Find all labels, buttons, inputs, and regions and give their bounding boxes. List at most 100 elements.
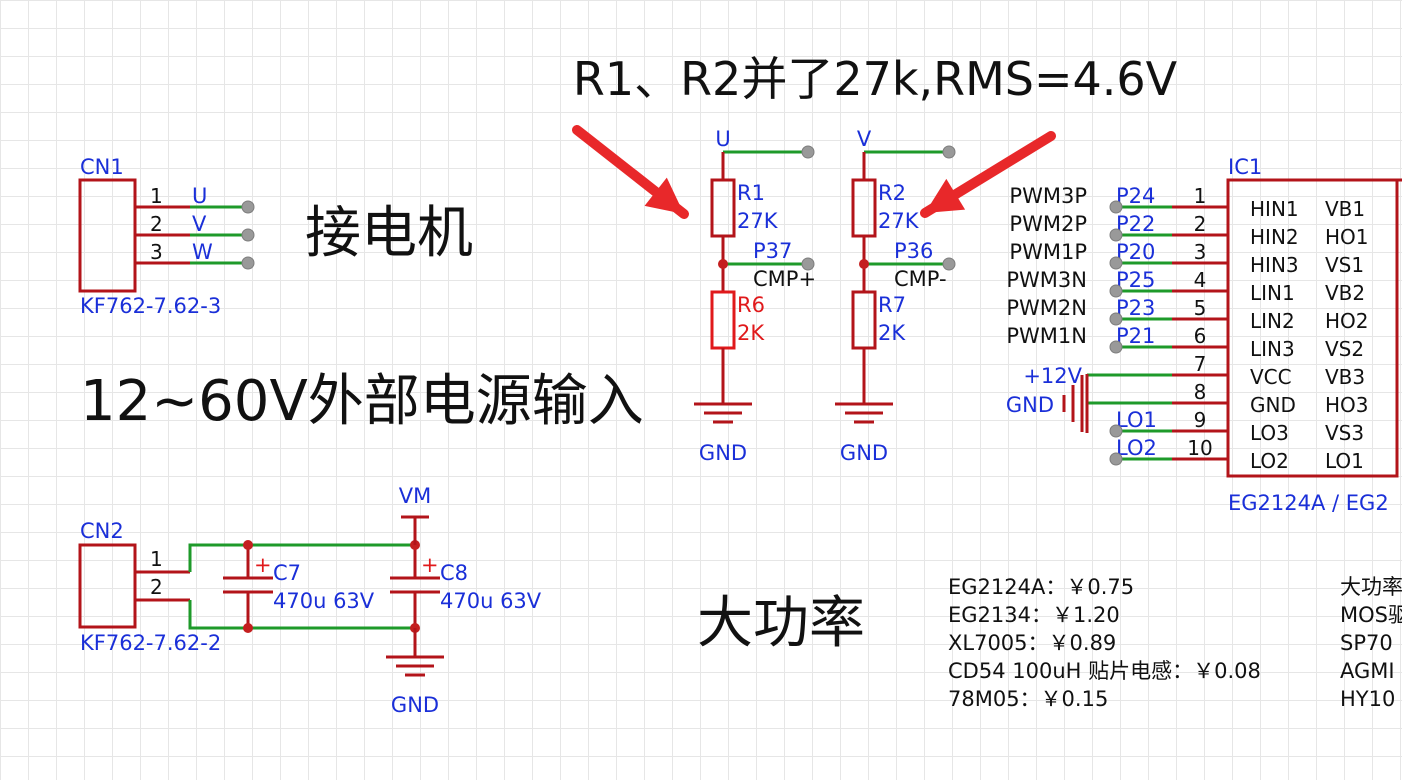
price-item-right: MOS驱	[1340, 603, 1402, 627]
price-item-right: SP70	[1340, 631, 1393, 655]
ic1-signal-label: PWM1P	[1009, 240, 1087, 264]
r-top-body	[851, 178, 877, 238]
arrow-left	[572, 125, 689, 219]
cn2-pin-number: 2	[150, 575, 163, 599]
divider-mid-pin: P37	[753, 239, 792, 263]
ic1-pin-right-name: LO1	[1325, 449, 1364, 473]
ic1-pin-left-name: HIN3	[1250, 253, 1299, 277]
ic1-pin-port[interactable]	[1109, 256, 1123, 270]
cn2-pin-2: 2	[135, 575, 190, 602]
price-item-right: AGMI	[1340, 659, 1395, 683]
cn1-net-port[interactable]	[241, 228, 255, 242]
cn1-net-port[interactable]	[241, 200, 255, 214]
ic1-signal-label: PWM3P	[1009, 184, 1087, 208]
cn1-part: KF762-7.62-3	[80, 294, 221, 318]
cap-gnd-symbol	[386, 655, 444, 677]
cap-ref: C8	[440, 561, 468, 585]
cn1-ref: CN1	[80, 155, 124, 179]
price-item-right: 大功率	[1340, 575, 1402, 599]
cn2-wire-1	[188, 543, 415, 572]
cn2-pin-1: 1	[135, 547, 190, 574]
cn2-body	[78, 543, 137, 629]
ic1-pin-right-name: VB1	[1325, 197, 1365, 221]
price-item: EG2134：￥1.20	[948, 603, 1120, 627]
junction	[243, 540, 253, 550]
divider-gnd-symbol	[835, 402, 893, 424]
cn2-pin-number: 1	[150, 547, 163, 571]
ic1-pin-left-name: LIN1	[1250, 281, 1295, 305]
ic1-pin-right-name: HO3	[1325, 393, 1369, 417]
ic1-pin-right-name: VS3	[1325, 421, 1364, 445]
cn1-pin-number: 3	[150, 240, 163, 264]
ic1-pin-left-name: GND	[1250, 393, 1296, 417]
ic1-pin-number: 3	[1194, 240, 1207, 264]
divider-junction	[718, 259, 728, 269]
cn1-pin-number: 1	[150, 184, 163, 208]
ic1-port-label: P21	[1116, 324, 1155, 348]
ic1-pin-port[interactable]	[1109, 312, 1123, 326]
ic1-pin-right-name: HO1	[1325, 225, 1369, 249]
ic1-pin-port[interactable]	[1109, 200, 1123, 214]
divider-top-net: U	[715, 127, 730, 151]
ic1-port-label: P22	[1116, 212, 1155, 236]
cn1-net-port[interactable]	[241, 256, 255, 270]
ic1-port-label: LO1	[1116, 408, 1157, 432]
ic1-gnd-symbol	[1062, 375, 1084, 432]
cap-ref: C7	[273, 561, 301, 585]
ic1-port-label: LO2	[1116, 436, 1157, 460]
r-top-value: 27K	[737, 209, 779, 233]
ic1-signal-label: PWM2N	[1006, 296, 1087, 320]
divider-top-port[interactable]	[942, 145, 956, 159]
ic1-part: EG2124A / EG2	[1228, 491, 1389, 515]
r-bot-body	[710, 290, 736, 350]
price-item: 78M05：￥0.15	[948, 687, 1108, 711]
ic1-pin-left-name: LO2	[1250, 449, 1289, 473]
divider-gnd-label: GND	[699, 441, 747, 465]
ic1-pin-left-name: LIN2	[1250, 309, 1295, 333]
ic1-pin-right-name: VB3	[1325, 365, 1365, 389]
price-item: CD54 100uH 贴片电感：￥0.08	[948, 659, 1261, 683]
divider-mid-port[interactable]	[942, 257, 956, 271]
ic1-pin-number: 9	[1194, 408, 1207, 432]
r-top-ref: R1	[737, 181, 765, 205]
ic1-gnd-label: GND	[1006, 393, 1054, 417]
r-top-value: 27K	[878, 209, 920, 233]
arrow-right-head	[925, 178, 966, 213]
divider-top-net: V	[857, 127, 872, 151]
cap-plus: +	[421, 553, 439, 577]
ic1-pin-port[interactable]	[1109, 452, 1123, 466]
ic1-port-label: P24	[1116, 184, 1155, 208]
r-bot-body	[851, 290, 877, 350]
ic1-pin-number: 7	[1194, 352, 1207, 376]
ic1-pin-left-name: LO3	[1250, 421, 1289, 445]
r-bot-value: 2K	[878, 321, 906, 345]
ic1-pin-port[interactable]	[1109, 424, 1123, 438]
ic1-port-label: P20	[1116, 240, 1155, 264]
ic1-pin-left-name: LIN3	[1250, 337, 1295, 361]
divider-gnd-symbol	[694, 402, 752, 424]
divider-gnd-label: GND	[840, 441, 888, 465]
divider-mid-port[interactable]	[801, 257, 815, 271]
ic1-pin-port[interactable]	[1109, 228, 1123, 242]
divider-top-port[interactable]	[801, 145, 815, 159]
ic1-signal-label: PWM3N	[1006, 268, 1087, 292]
power-input-label: 12~60V外部电源输入	[80, 369, 644, 434]
ic1-pin-number: 2	[1194, 212, 1207, 236]
ic1-pin-right-name: VS2	[1325, 337, 1364, 361]
price-item: XL7005：￥0.89	[948, 631, 1116, 655]
ic1-ref: IC1	[1228, 155, 1262, 179]
ic1-pin-port[interactable]	[1109, 340, 1123, 354]
divider-mid-pin: P36	[894, 239, 933, 263]
ic1-pin-number: 6	[1194, 324, 1207, 348]
ic1-port-label: P23	[1116, 296, 1155, 320]
ic1-pin-port[interactable]	[1109, 284, 1123, 298]
cn2-ref: CN2	[80, 519, 124, 543]
